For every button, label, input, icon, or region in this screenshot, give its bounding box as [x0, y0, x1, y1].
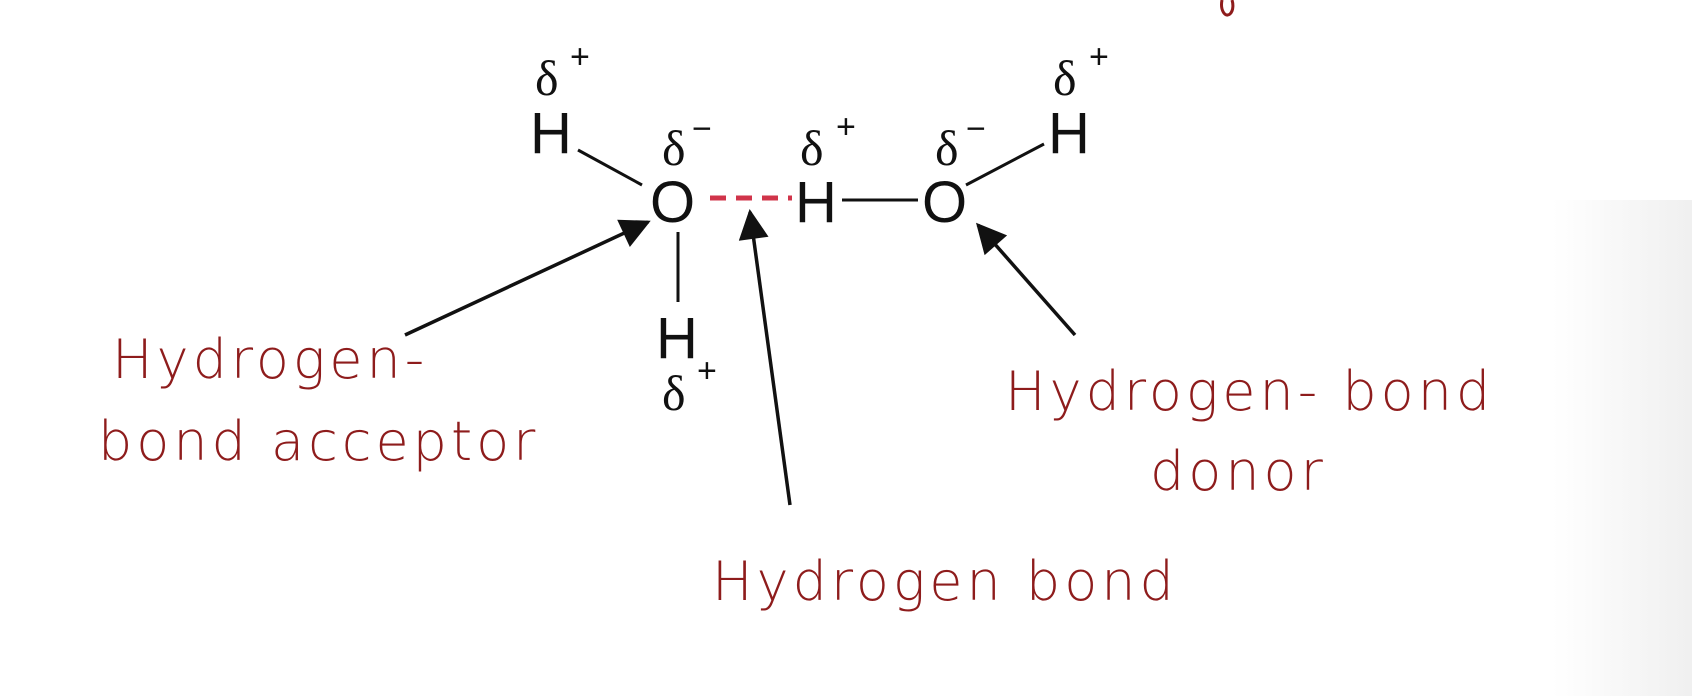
donor-label-line1: Hydrogen- bond	[1005, 360, 1494, 423]
middle-hydrogen-delta: δ	[800, 120, 824, 176]
right-hydrogen: H	[1048, 101, 1090, 166]
arrow-to-acceptor	[404, 219, 651, 337]
left-bottom-delta: δ	[662, 365, 686, 421]
hydrogen-bond-label: Hydrogen bond	[712, 550, 1178, 613]
bond-left-oh	[577, 148, 643, 187]
left-oxygen-delta: δ	[662, 120, 686, 176]
left-bottom-hydrogen: H	[656, 306, 698, 371]
right-oxygen-delta: δ	[935, 120, 959, 176]
acceptor-label-line1: Hydrogen-	[112, 328, 428, 391]
left-top-hydrogen: H	[530, 101, 572, 166]
stray-ink-stroke	[1220, 0, 1235, 17]
page-edge-shadow	[1552, 200, 1692, 696]
bond-right-oh	[965, 142, 1045, 187]
left-oxygen: O	[650, 170, 695, 235]
left-oxygen-minus: −	[692, 110, 712, 148]
right-hydrogen-plus: +	[1089, 38, 1109, 76]
left-bottom-plus: +	[697, 352, 717, 390]
left-top-plus: +	[570, 38, 590, 76]
left-top-delta: δ	[535, 50, 559, 106]
right-oxygen: O	[922, 170, 967, 235]
middle-hydrogen: H	[795, 170, 837, 235]
right-oxygen-minus: −	[966, 110, 986, 148]
middle-hydrogen-plus: +	[836, 108, 856, 146]
arrow-to-hydrogen-bond	[738, 209, 792, 506]
arrow-to-donor	[976, 222, 1077, 337]
donor-label-line2: donor	[1150, 440, 1327, 503]
acceptor-label-line2: bond acceptor	[98, 410, 539, 473]
right-hydrogen-delta: δ	[1053, 50, 1077, 106]
